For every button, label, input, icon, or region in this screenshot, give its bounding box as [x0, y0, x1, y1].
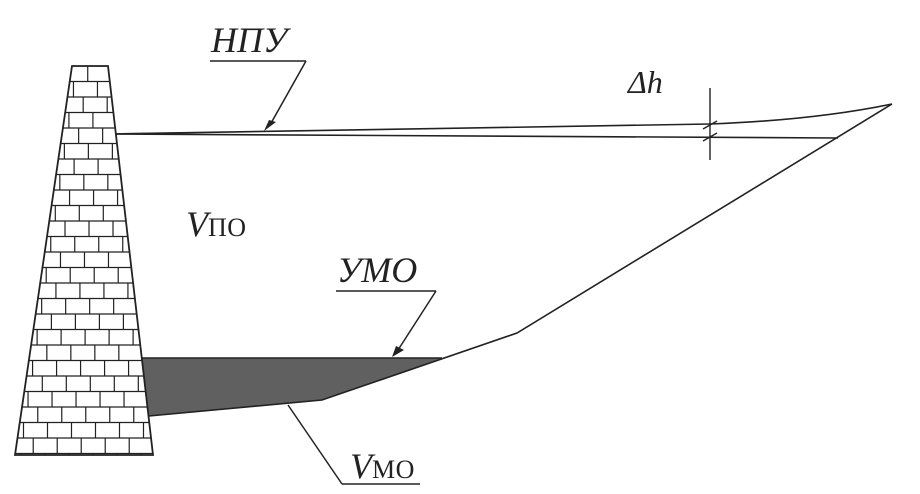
reservoir-bottom-line: [137, 103, 893, 418]
useful-volume-subscript: ПО: [208, 213, 247, 242]
brick-dam: [13, 65, 155, 456]
npu-leader: [210, 60, 307, 131]
delta-h-label: Δh: [628, 64, 663, 100]
useful-volume-label: VПО: [186, 206, 247, 242]
vmo-leader: [287, 404, 420, 485]
dead-volume-label: VМО: [350, 448, 415, 484]
dead-storage-area: [130, 358, 442, 417]
delta-h-dimension: [702, 88, 718, 160]
dead-volume-subscript: МО: [372, 455, 415, 484]
npu-label: НПУ: [211, 20, 288, 60]
umo-leader: [336, 290, 437, 357]
backwater-curve: [109, 103, 893, 135]
useful-volume-symbol: V: [186, 204, 208, 244]
npu-level-line: [109, 133, 839, 139]
umo-label: УМО: [337, 250, 418, 290]
dead-volume-symbol: V: [350, 446, 372, 486]
